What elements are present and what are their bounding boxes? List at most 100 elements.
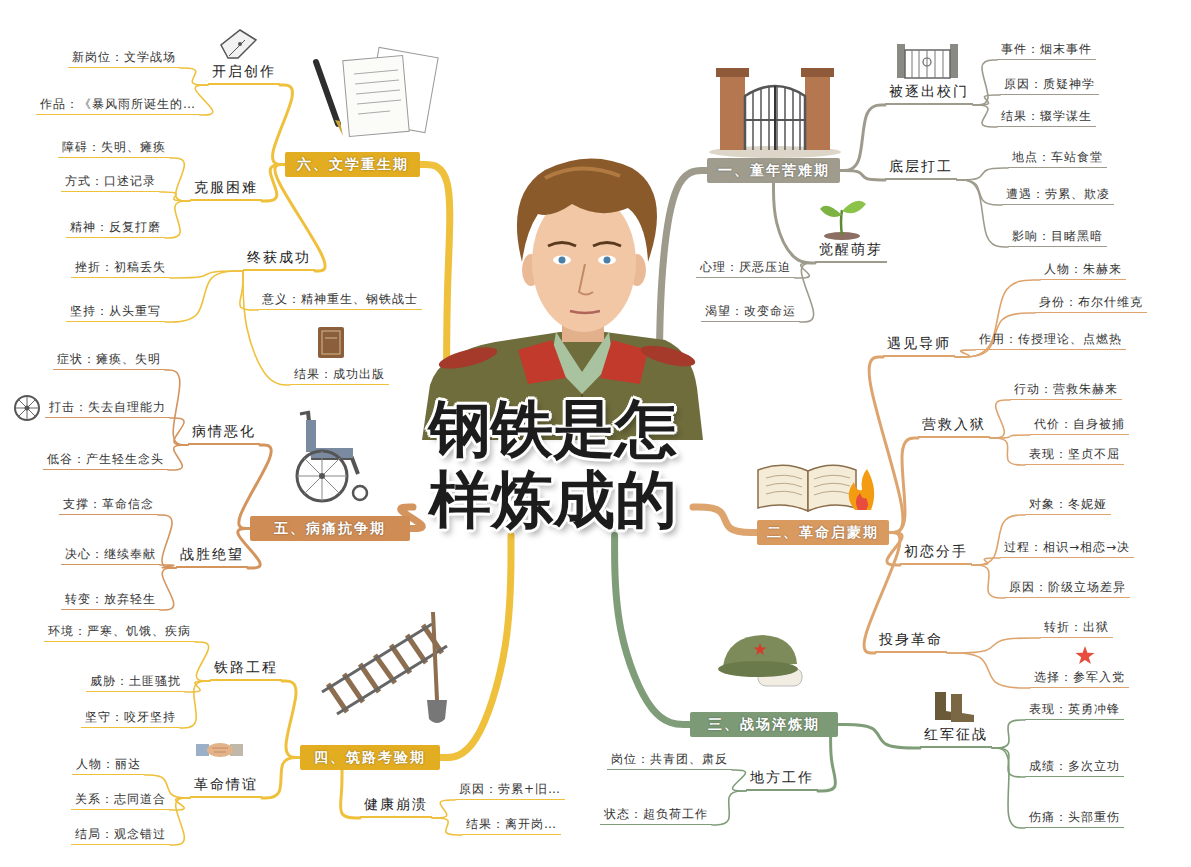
- school-gate-illustration: [753, 86, 800, 150]
- node-text: 终获成功: [247, 248, 311, 266]
- node-text: 二、革命启蒙期: [767, 524, 879, 541]
- connector: [170, 158, 190, 201]
- connector: [168, 445, 188, 470]
- connector: [180, 68, 208, 85]
- star-icon: [1076, 646, 1095, 664]
- leaf-label: 转变：放弃轻生: [61, 590, 160, 610]
- topic-label: 开启创作: [208, 60, 280, 85]
- topic-label: 遇见导师: [883, 332, 955, 357]
- node-text: 支撑：革命信念: [63, 496, 154, 512]
- railway-shovel-illustration: [328, 625, 442, 712]
- node-text: 地方工作: [750, 768, 814, 786]
- railway-shovel-illustration: [322, 612, 447, 723]
- wheelchair-illustration: [297, 451, 347, 501]
- leaf-label: 作用：传授理论、点燃热: [975, 330, 1126, 350]
- node-text: 代价：自身被捕: [1034, 416, 1125, 432]
- railway-shovel-illustration: [433, 612, 437, 700]
- node-text: 状态：超负荷工作: [604, 806, 708, 822]
- connector: [800, 263, 815, 322]
- node-text: 行动：营救朱赫来: [1014, 381, 1118, 397]
- topic-label: 红军征战: [920, 723, 992, 748]
- leaf-label: 原因：阶级立场差异: [1005, 578, 1130, 598]
- connector: [195, 85, 213, 115]
- character-portrait: [559, 257, 566, 264]
- leaf-label: 人物：丽达: [72, 755, 145, 775]
- railway-shovel-illustration: [322, 624, 432, 692]
- connector: [972, 565, 1005, 598]
- leaf-label: 症状：瘫痪、失明: [53, 350, 165, 370]
- leaf-label: 结果：成功出版: [290, 365, 389, 385]
- leaf-label: 伤痛：头部重伤: [1025, 808, 1124, 828]
- node-text: 健康崩溃: [364, 795, 428, 813]
- node-text: 作用：传授理论、点燃热: [979, 331, 1122, 347]
- node-text: 成绩：多次立功: [1029, 758, 1120, 774]
- node-text: 挫折：初稿丢失: [75, 259, 166, 275]
- boots-icon: [951, 694, 974, 722]
- node-text: 结果：离开岗…: [466, 816, 557, 832]
- connector: [840, 105, 885, 171]
- branch-box: 五、病痛抗争期: [250, 516, 410, 541]
- leaf-label: 表现：英勇冲锋: [1025, 700, 1124, 720]
- connector: [440, 536, 511, 758]
- handshake-icon: [196, 743, 243, 757]
- leaf-label: 障碍：失明、瘫痪: [58, 138, 170, 158]
- leaf-label: 过程：相识→相恋→决: [1000, 538, 1134, 558]
- leaf-label: 新岗位：文学战场: [68, 48, 180, 68]
- sprout-icon: [820, 201, 866, 240]
- character-portrait: [570, 311, 600, 313]
- node-text: 身份：布尔什维克: [1039, 294, 1143, 310]
- node-text: 过程：相识→相恋→决: [1004, 539, 1130, 555]
- school-gate-illustration: [716, 68, 749, 77]
- connector: [990, 438, 1025, 465]
- leaf-label: 影响：目睹黑暗: [1008, 227, 1107, 247]
- connector: [170, 798, 190, 810]
- leaf-label: 威胁：土匪骚扰: [86, 672, 185, 692]
- node-text: 结果：辍学谋生: [1001, 108, 1092, 124]
- leaf-label: 坚持：从头重写: [66, 302, 165, 322]
- node-text: 地点：车站食堂: [1012, 149, 1103, 165]
- node-text: 岗位：共青团、肃反: [611, 751, 728, 767]
- cap-scroll-illustration: [754, 643, 767, 655]
- connector: [160, 568, 176, 610]
- connector: [957, 168, 1008, 180]
- leaf-label: 地点：车站食堂: [1008, 148, 1107, 168]
- pen-nib-icon: [221, 30, 256, 58]
- node-text: 低谷：产生轻生念头: [47, 451, 164, 467]
- leaf-label: 人物：朱赫来: [1040, 260, 1126, 280]
- node-text: 战胜绝望: [180, 545, 244, 563]
- connector: [195, 642, 210, 681]
- node-text: 四、筑路考验期: [310, 749, 430, 766]
- node-text: 投身革命: [879, 630, 943, 648]
- topic-label: 健康崩溃: [360, 793, 432, 818]
- leaf-label: 表现：坚贞不屈: [1025, 445, 1124, 465]
- handshake-icon: [207, 743, 233, 757]
- connector: [170, 798, 190, 845]
- character-portrait: [548, 243, 576, 247]
- book-flame-illustration: [856, 493, 868, 510]
- node-text: 红军征战: [924, 725, 988, 743]
- node-text: 人物：丽达: [76, 756, 141, 772]
- node-text: 被逐出校门: [889, 82, 969, 100]
- character-portrait: [579, 264, 593, 295]
- connector: [947, 638, 1040, 653]
- character-portrait: [604, 257, 611, 264]
- branch-box: 三、战场淬炼期: [690, 712, 838, 737]
- connector: [973, 95, 1000, 105]
- connector: [972, 558, 1000, 565]
- papers-pen-illustration: [335, 120, 343, 136]
- character-portrait: [553, 256, 571, 265]
- topic-label: 营救入狱: [918, 413, 990, 438]
- node-text: 环境：严寒、饥饿、疾病: [48, 623, 191, 639]
- connector: [973, 105, 997, 127]
- node-text: 铁路工程: [214, 658, 278, 676]
- leaf-label: 打击：失去自理能力: [45, 398, 170, 418]
- school-gate-illustration: [774, 86, 776, 150]
- node-text: 克服困难: [194, 178, 258, 196]
- node-text: 初恋分手: [904, 542, 968, 560]
- leaf-label: 挫折：初稿丢失: [71, 258, 170, 278]
- book-flame-illustration: [766, 475, 850, 495]
- connector: [955, 350, 975, 357]
- node-text: 精神：反复打磨: [70, 219, 161, 235]
- gate-icon: [923, 58, 931, 66]
- topic-label: 铁路工程: [210, 656, 282, 681]
